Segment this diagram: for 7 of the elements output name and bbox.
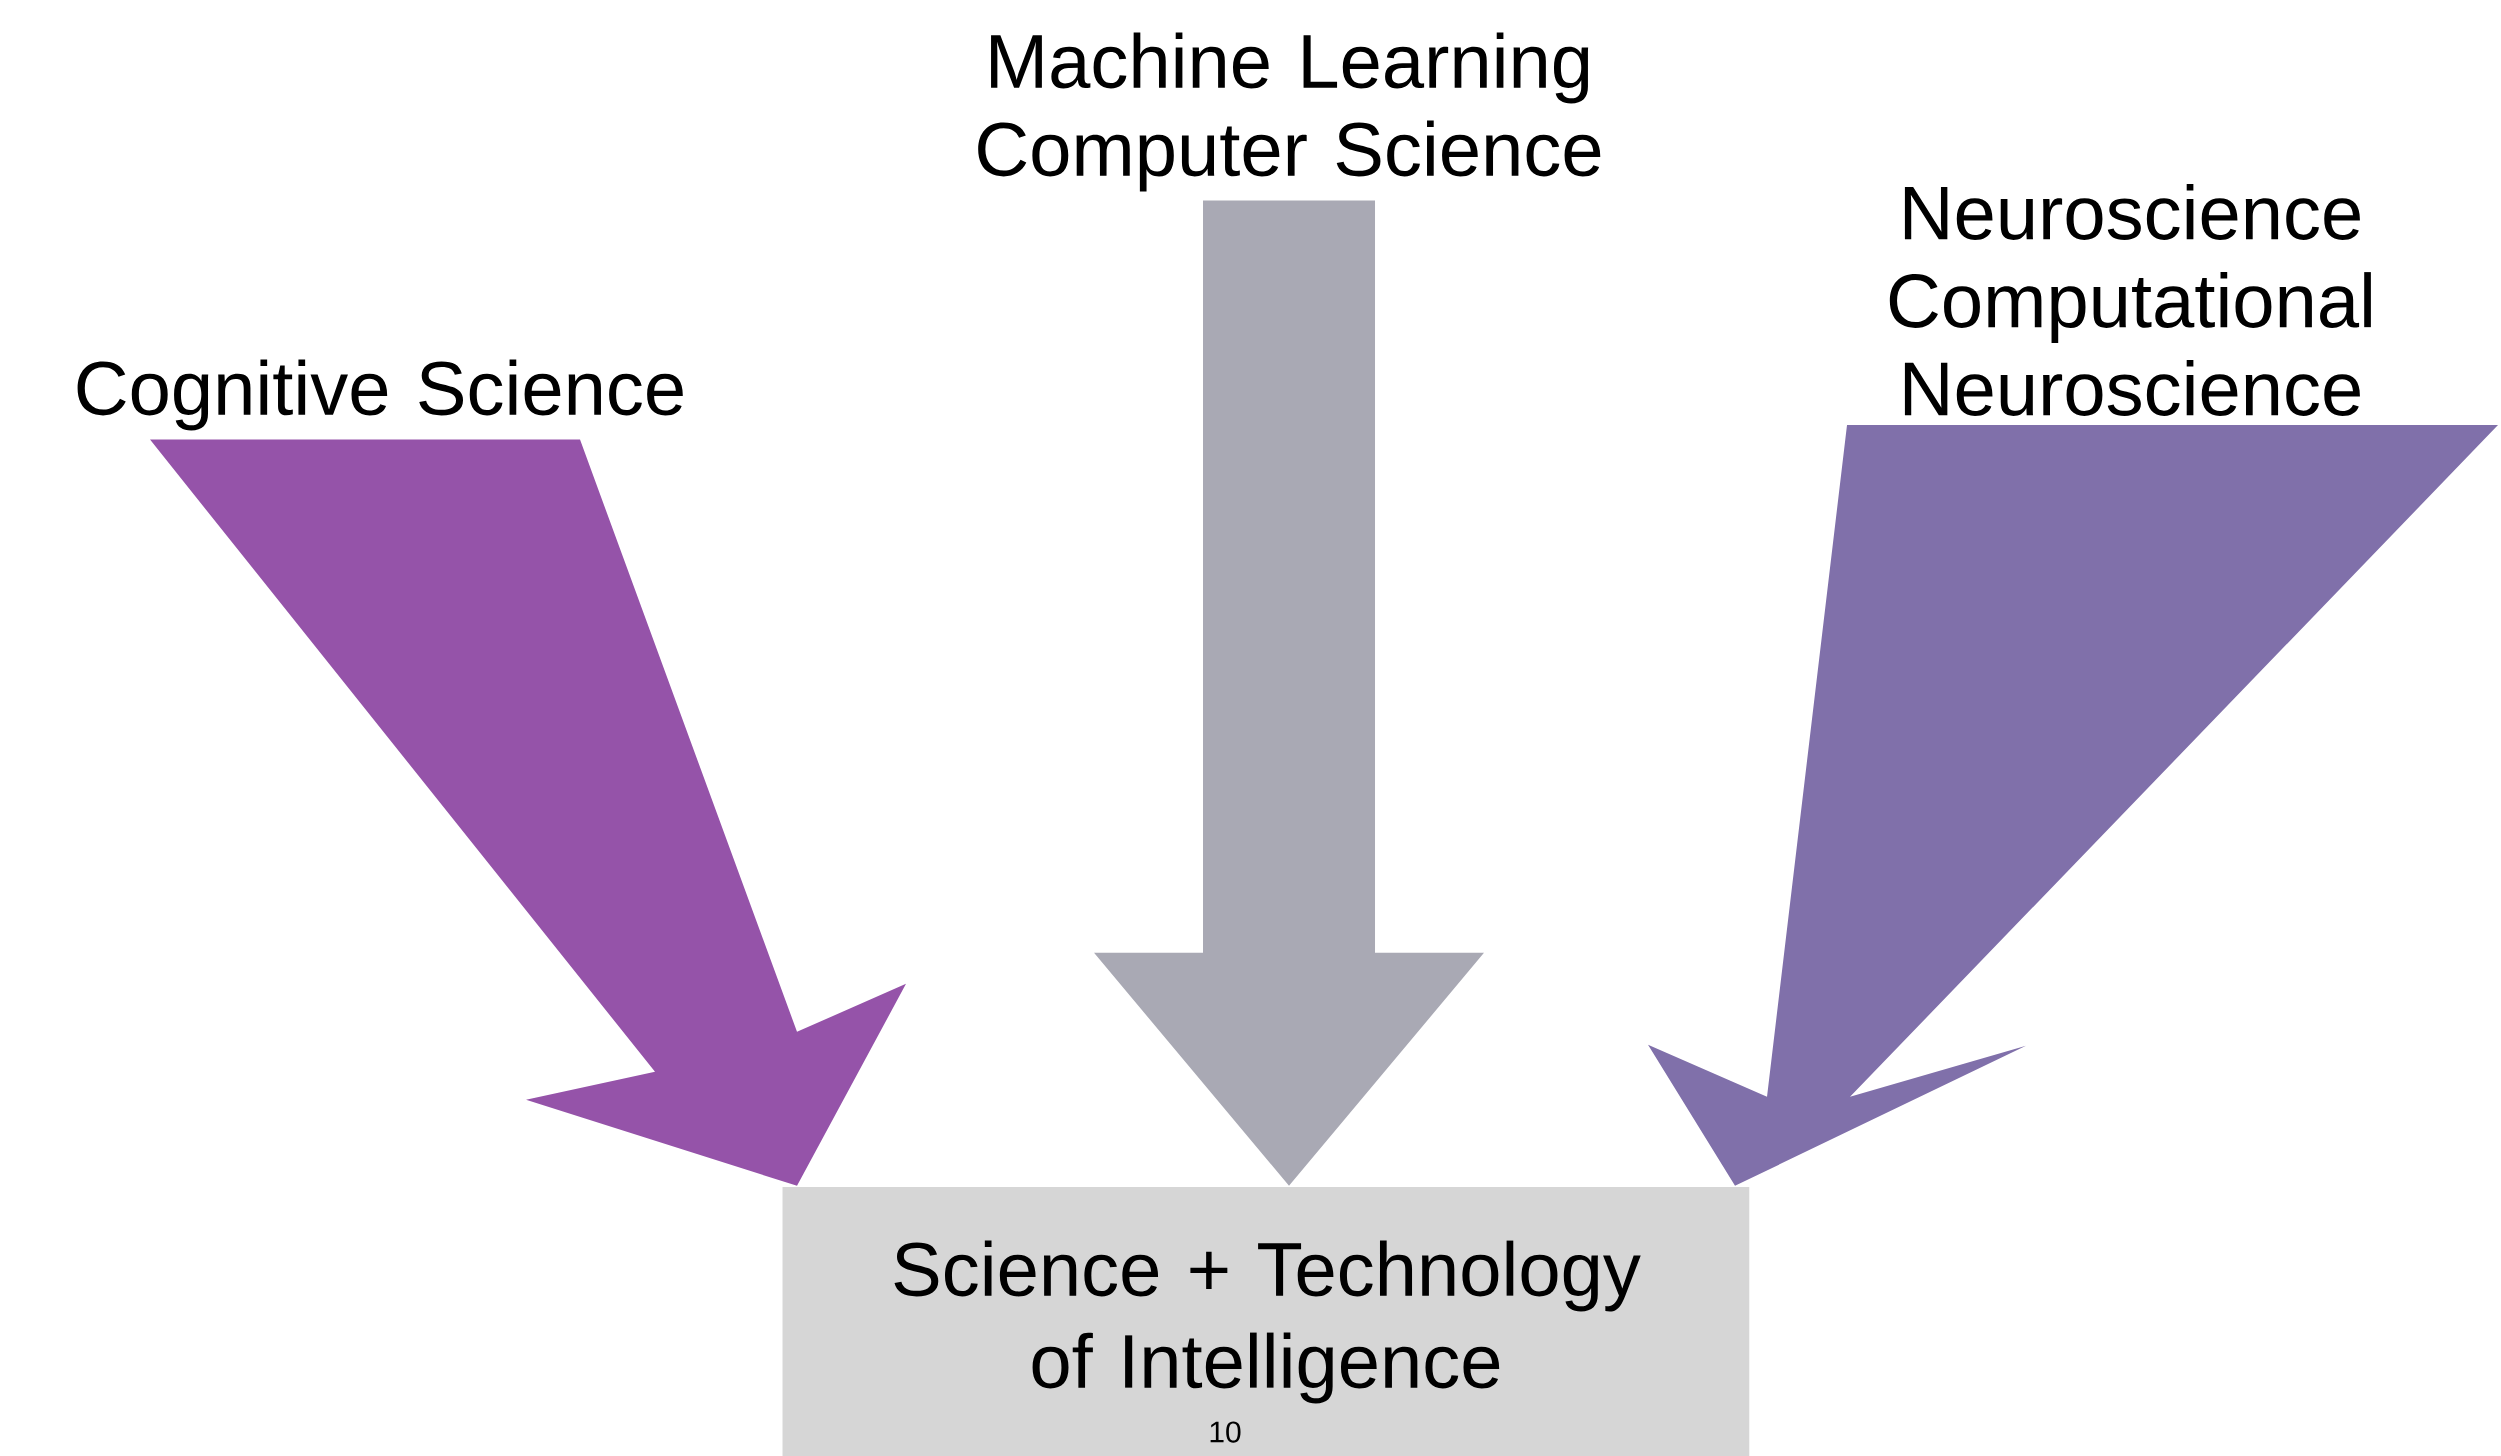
block-arrow — [150, 439, 906, 1186]
slide-number: 10 — [1210, 1421, 1241, 1443]
block-arrow — [1648, 425, 2498, 1186]
topic-label: Neuroscience Computational Neuroscience — [1889, 184, 2371, 416]
topic-label: Machine Learning Computer Science — [978, 32, 1601, 192]
block-arrow — [1094, 200, 1484, 1186]
topic-label: Cognitive Science — [77, 359, 683, 431]
